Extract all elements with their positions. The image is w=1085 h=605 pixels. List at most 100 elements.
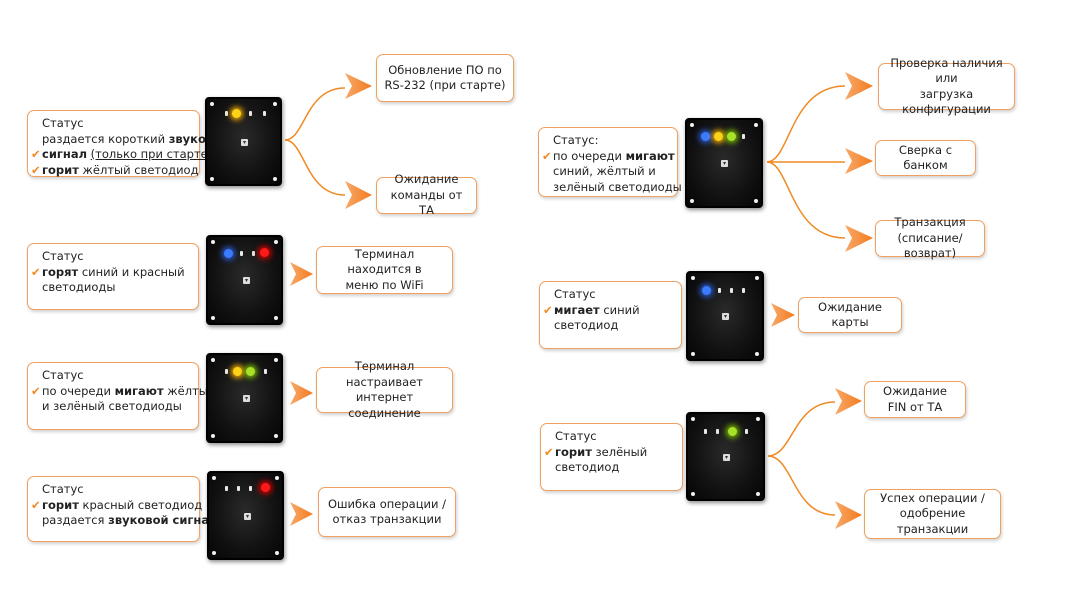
check-icon: ✔	[31, 162, 41, 177]
status-text: светодиоды	[42, 280, 116, 294]
key-icon: ▾	[722, 313, 729, 320]
terminal-device-s5: ▾	[685, 118, 763, 208]
status-line: зелёный светодиоды	[553, 180, 682, 196]
status-text: и зелёный светодиоды	[42, 399, 182, 413]
status-text: горит	[42, 162, 79, 177]
status-line: ✔горит жёлтый светодиод	[31, 162, 199, 179]
status-line: ✔по очереди мигают	[542, 148, 675, 165]
status-line: Статус	[42, 368, 192, 384]
target-box-s1-a: Обновление ПО по RS-232 (при старте)	[376, 54, 514, 102]
status-line: ✔мигает синий	[543, 302, 675, 319]
status-line: ✔горят синий и красный	[31, 264, 192, 281]
status-line: Статус:	[553, 133, 671, 149]
terminal-device-s3: ▾	[206, 353, 283, 443]
status-text: звуковой сигнал	[108, 513, 218, 527]
status-text: жёлтый светодиод	[78, 162, 199, 177]
status-text: Статус	[555, 429, 597, 443]
status-line: Статус	[42, 249, 192, 265]
status-text: синий и красный	[78, 264, 185, 279]
target-box-s1-b: Ожидание команды от ТА	[376, 172, 477, 217]
check-icon: ✔	[31, 264, 41, 279]
status-text: Статус	[42, 482, 84, 496]
status-line: ✔горит красный светодиод	[31, 497, 202, 514]
target-box-s3: Терминал настраивает интернет соединение	[316, 359, 453, 420]
terminal-device-s4: ▾	[207, 471, 284, 560]
status-line: синий, жёлтый и	[553, 164, 671, 180]
status-text: сигнал	[42, 147, 88, 161]
arrow-icon	[771, 303, 795, 327]
arrow-icon	[845, 72, 873, 100]
arrow-icon	[845, 148, 873, 174]
target-box-s4: Ошибка операции / отказ транзакции	[318, 487, 456, 537]
status-line: раздается короткий звуковой	[42, 131, 229, 148]
check-icon: ✔	[31, 383, 41, 398]
led-red	[260, 248, 269, 257]
status-text: жёлтый	[163, 383, 216, 398]
status-line: Статус	[42, 116, 193, 132]
led-green	[728, 427, 737, 436]
key-icon: ▾	[243, 395, 250, 402]
arrow-icon	[290, 502, 313, 526]
status-line: ✔по очереди мигают жёлтый	[31, 383, 215, 400]
led-yellow	[714, 132, 723, 141]
status-line: светодиод	[554, 318, 675, 334]
target-box-s5-a: Проверка наличия или загрузка конфигурац…	[878, 56, 1015, 116]
arrow-icon	[835, 501, 862, 529]
status-text: по очереди	[42, 383, 115, 398]
key-icon: ▾	[241, 139, 248, 146]
status-text: зелёный	[591, 444, 648, 459]
status-text: горят	[42, 264, 79, 279]
status-text: мигает	[554, 302, 600, 317]
status-line: ✔горит зелёный	[544, 444, 676, 461]
terminal-device-s6: ▾	[686, 271, 764, 361]
status-text: мигают	[114, 383, 164, 398]
check-icon: ✔	[544, 444, 554, 459]
led-green	[246, 367, 255, 376]
status-text: Статус	[42, 116, 84, 130]
arrow-icon	[345, 73, 372, 99]
status-text: по очереди	[553, 148, 626, 163]
connector-s1	[284, 87, 346, 196]
status-line: светодиод	[555, 460, 676, 476]
terminal-device-s2: ▾	[206, 235, 283, 325]
key-icon: ▾	[721, 160, 728, 167]
status-line: Статус	[555, 429, 676, 445]
status-line: светодиоды	[42, 280, 192, 296]
led-blue	[224, 249, 233, 258]
led-yellow	[233, 367, 242, 376]
status-text: раздается короткий	[42, 131, 169, 146]
terminal-device-s7: ▾	[686, 412, 765, 501]
terminal-device-s1: ▾	[205, 97, 282, 186]
key-icon: ▾	[243, 277, 250, 284]
target-box-s6: Ожидание карты	[798, 297, 902, 333]
status-line: и зелёный светодиоды	[42, 399, 192, 415]
check-icon: ✔	[542, 148, 552, 163]
status-text: синий	[599, 302, 640, 317]
status-text: горит	[555, 444, 592, 459]
status-line: ✔сигнал (только при старте)	[31, 147, 212, 163]
led-green	[727, 132, 736, 141]
connector-s5	[766, 85, 846, 239]
status-text: светодиод	[554, 318, 619, 332]
arrow-icon	[345, 181, 372, 209]
led-blue	[702, 286, 711, 295]
status-line: раздается звуковой сигнал	[42, 513, 218, 529]
target-box-s7-a: Ожидание FIN от ТА	[864, 381, 966, 418]
led-yellow	[232, 109, 241, 118]
check-icon: ✔	[543, 302, 553, 317]
led-red	[261, 483, 270, 492]
status-text: мигают	[625, 148, 675, 163]
arrow-icon	[290, 381, 313, 405]
status-text: красный светодиод	[78, 497, 203, 512]
key-icon: ▾	[244, 513, 251, 520]
status-text: синий, жёлтый и	[553, 164, 656, 178]
check-icon: ✔	[31, 497, 41, 512]
status-text: Статус	[42, 249, 84, 263]
status-text: горит	[42, 497, 79, 512]
